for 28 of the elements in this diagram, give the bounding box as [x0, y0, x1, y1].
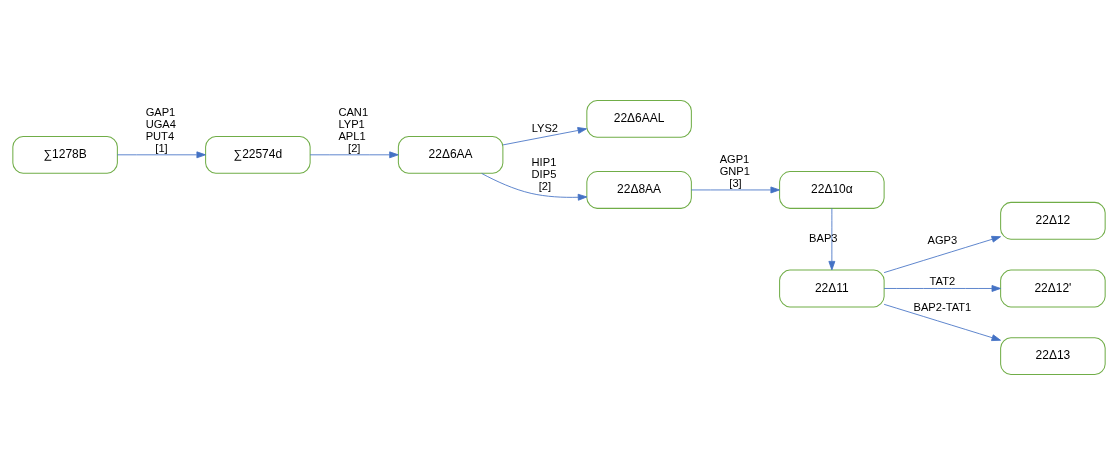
node-box: 22Δ12' [1000, 269, 1106, 307]
arrow [116, 150, 206, 158]
arrow [309, 150, 399, 158]
edge-label: AGP1 GNP1 [3] [719, 152, 750, 189]
node-box: ∑1278B [12, 135, 118, 174]
edge-label: GAP1 UGA4 PUT4 [1] [145, 105, 176, 154]
edge-label: AGP3 [927, 233, 958, 246]
arrow [481, 172, 588, 201]
node-box: ∑22574d [205, 135, 311, 174]
arrow [883, 303, 1001, 341]
node-box: 22Δ13 [1000, 336, 1106, 375]
node-box: 22Δ6AAL [586, 99, 692, 138]
edge-label: LYS2 [531, 121, 559, 134]
node-box: 22Δ11 [779, 269, 885, 307]
node-box: 22Δ6AA [397, 135, 504, 174]
arrow [883, 284, 1001, 292]
node-box: 22Δ8AA [586, 170, 692, 209]
node-box: 22Δ10α [779, 170, 885, 209]
arrow [828, 207, 836, 270]
edge-label: TAT2 [929, 274, 956, 287]
edge-label: BAP2-TAT1 [913, 300, 972, 313]
arrow [502, 126, 587, 145]
arrow [690, 186, 780, 193]
edge-label: HIP1 DIP5 [2] [531, 155, 557, 192]
edge-label: CAN1 LYP1 APL1 [2] [338, 105, 369, 154]
edge-label: BAP3 [809, 231, 838, 244]
node-box: 22Δ12 [1000, 201, 1106, 240]
arrow [883, 235, 1001, 273]
